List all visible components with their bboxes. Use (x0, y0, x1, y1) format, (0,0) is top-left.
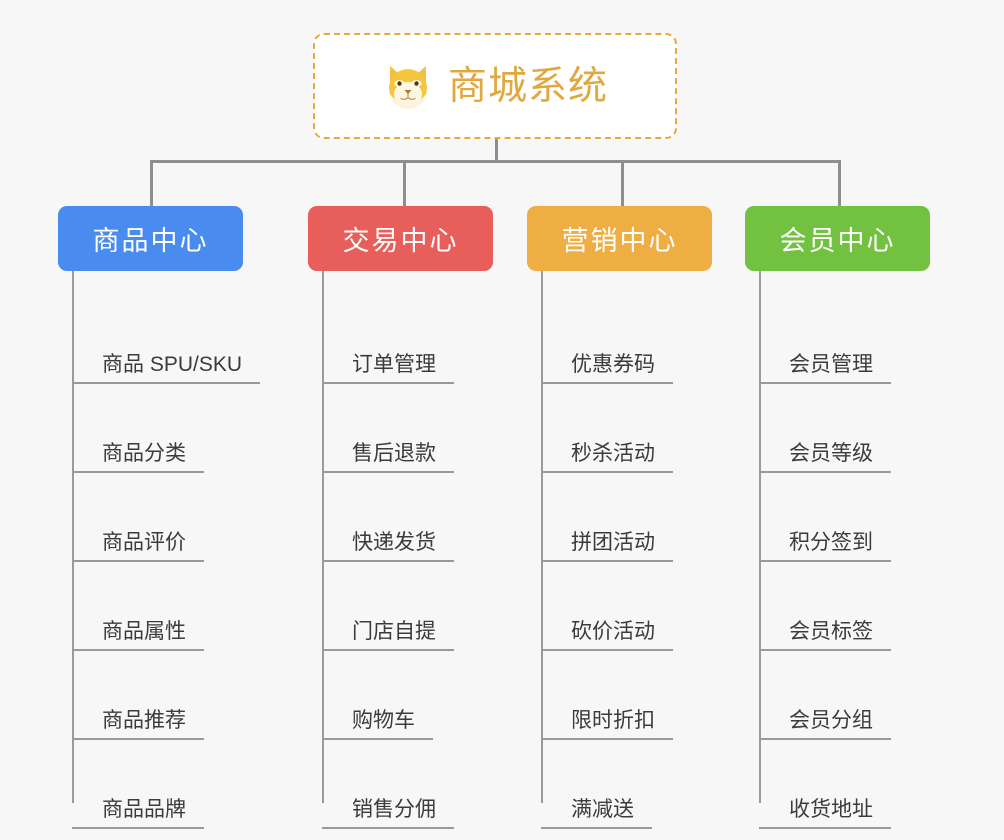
connector-drop-2 (403, 160, 406, 206)
leaf-item[interactable]: 会员分组 (759, 651, 930, 740)
root-node[interactable]: 商城系统 (313, 33, 677, 139)
leaf-label: 商品分类 (72, 442, 204, 473)
leaf-label: 商品品牌 (72, 798, 204, 829)
leaf-label: 快递发货 (322, 531, 454, 562)
leaf-list-3: 优惠券码 秒杀活动 拼团活动 砍价活动 限时折扣 满减送 (541, 271, 712, 829)
leaf-trunk-2 (322, 271, 324, 803)
connector-drop-1 (150, 160, 153, 206)
leaf-label: 秒杀活动 (541, 442, 673, 473)
leaf-trunk-3 (541, 271, 543, 803)
leaf-item[interactable]: 秒杀活动 (541, 384, 712, 473)
branch-header-1[interactable]: 商品中心 (58, 206, 243, 271)
leaf-item[interactable]: 会员管理 (759, 295, 930, 384)
leaf-label: 销售分佣 (322, 798, 454, 829)
leaf-item[interactable]: 会员标签 (759, 562, 930, 651)
leaf-label: 门店自提 (322, 620, 454, 651)
leaf-item[interactable]: 限时折扣 (541, 651, 712, 740)
leaf-label: 订单管理 (322, 353, 454, 384)
leaf-item[interactable]: 砍价活动 (541, 562, 712, 651)
leaf-item[interactable]: 拼团活动 (541, 473, 712, 562)
leaf-item[interactable]: 满减送 (541, 740, 712, 829)
leaf-label: 商品 SPU/SKU (72, 353, 261, 384)
leaf-item[interactable]: 商品分类 (72, 384, 260, 473)
leaf-label: 商品属性 (72, 620, 204, 651)
leaf-trunk-4 (759, 271, 761, 803)
leaf-label: 拼团活动 (541, 531, 673, 562)
leaf-item[interactable]: 商品品牌 (72, 740, 260, 829)
leaf-label: 会员标签 (759, 620, 891, 651)
connector-drop-4 (838, 160, 841, 206)
branch-marketing-center: 营销中心 优惠券码 秒杀活动 拼团活动 砍价活动 限时折扣 满减送 (527, 206, 712, 829)
branch-member-center: 会员中心 会员管理 会员等级 积分签到 会员标签 会员分组 收货地址 (745, 206, 930, 829)
leaf-label: 收货地址 (759, 798, 891, 829)
leaf-label: 会员管理 (759, 353, 891, 384)
root-title: 商城系统 (447, 64, 608, 108)
leaf-item[interactable]: 优惠券码 (541, 295, 712, 384)
branch-product-center: 商品中心 商品 SPU/SKU 商品分类 商品评价 商品属性 商品推荐 商品品牌 (58, 206, 261, 829)
leaf-item[interactable]: 积分签到 (759, 473, 930, 562)
leaf-item[interactable]: 收货地址 (759, 740, 930, 829)
leaf-list-2: 订单管理 售后退款 快递发货 门店自提 购物车 销售分佣 (322, 271, 493, 829)
leaf-label: 商品推荐 (72, 709, 204, 740)
leaf-item[interactable]: 商品评价 (72, 473, 260, 562)
leaf-item[interactable]: 门店自提 (322, 562, 493, 651)
leaf-label: 限时折扣 (541, 709, 673, 740)
leaf-trunk-1 (72, 271, 74, 803)
leaf-label: 会员分组 (759, 709, 891, 740)
leaf-label: 积分签到 (759, 531, 891, 562)
leaf-item[interactable]: 购物车 (322, 651, 493, 740)
leaf-list-1: 商品 SPU/SKU 商品分类 商品评价 商品属性 商品推荐 商品品牌 (72, 271, 261, 829)
leaf-label: 满减送 (541, 798, 652, 829)
leaf-item[interactable]: 商品 SPU/SKU (72, 295, 261, 384)
leaf-label: 优惠券码 (541, 353, 673, 384)
leaf-item[interactable]: 会员等级 (759, 384, 930, 473)
leaf-label: 砍价活动 (541, 620, 673, 651)
branch-header-4[interactable]: 会员中心 (745, 206, 930, 271)
leaf-label: 商品评价 (72, 531, 204, 562)
leaf-item[interactable]: 订单管理 (322, 295, 493, 384)
leaf-label: 会员等级 (759, 442, 891, 473)
connector-root-stem (495, 139, 498, 162)
leaf-item[interactable]: 售后退款 (322, 384, 493, 473)
leaf-item[interactable]: 快递发货 (322, 473, 493, 562)
leaf-item[interactable]: 商品推荐 (72, 651, 260, 740)
shiba-dog-face-icon (382, 60, 434, 112)
connector-horizontal-bus (150, 160, 840, 163)
branch-header-3[interactable]: 营销中心 (527, 206, 712, 271)
leaf-label: 售后退款 (322, 442, 454, 473)
leaf-label: 购物车 (322, 709, 433, 740)
connector-drop-3 (621, 160, 624, 206)
branch-trade-center: 交易中心 订单管理 售后退款 快递发货 门店自提 购物车 销售分佣 (308, 206, 493, 829)
leaf-item[interactable]: 销售分佣 (322, 740, 493, 829)
leaf-list-4: 会员管理 会员等级 积分签到 会员标签 会员分组 收货地址 (759, 271, 930, 829)
leaf-item[interactable]: 商品属性 (72, 562, 260, 651)
branch-header-2[interactable]: 交易中心 (308, 206, 493, 271)
